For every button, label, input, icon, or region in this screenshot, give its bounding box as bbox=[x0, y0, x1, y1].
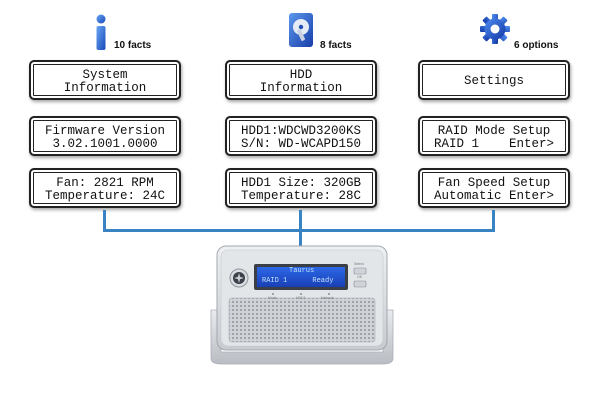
hdd-model-serial-box: HDD1:WDCWD3200KS S/N: WD-WCAPD150 bbox=[225, 116, 377, 156]
lcd-line-2: Information bbox=[259, 81, 343, 95]
hdd-information-box: HDD Information bbox=[225, 60, 377, 100]
connector-left-vertical bbox=[103, 210, 106, 231]
hdd-info-header: 8 facts bbox=[270, 13, 380, 54]
connector-center-vertical bbox=[299, 210, 302, 264]
lcd-line-1: Fan: 2821 RPM bbox=[56, 176, 154, 190]
hdd-size-temperature-box: HDD1 Size: 320GB Temperature: 28C bbox=[225, 168, 377, 208]
lcd-line-1: RAID Mode Setup bbox=[437, 124, 551, 138]
lcd-line-2: Automatic Enter> bbox=[433, 189, 555, 203]
lcd-line-1: HDD bbox=[289, 68, 313, 82]
settings-box: Settings bbox=[418, 60, 570, 100]
lcd-line-2: 3.02.1001.0000 bbox=[52, 137, 158, 151]
lcd-line-1: HDD1 Size: 320GB bbox=[240, 176, 362, 190]
lcd-line-1: Settings bbox=[463, 74, 524, 88]
lcd-line-2: Temperature: 24C bbox=[44, 189, 166, 203]
mode-label: Mode bbox=[268, 296, 277, 300]
system-information-box: System Information bbox=[29, 60, 181, 100]
settings-header: 6 options bbox=[470, 14, 580, 54]
ok-button-label: OK bbox=[357, 275, 363, 279]
facts-count: 10 facts bbox=[114, 40, 152, 51]
raid-mode-setup-box: RAID Mode Setup RAID 1 Enter> bbox=[418, 116, 570, 156]
fan-temperature-box: Fan: 2821 RPM Temperature: 24C bbox=[29, 168, 181, 208]
connector-right-vertical bbox=[492, 210, 495, 231]
hdd1-label: HDD1 bbox=[296, 296, 306, 300]
device-screen-line-2: RAID 1 Ready bbox=[262, 277, 334, 285]
info-icon bbox=[96, 14, 106, 50]
lcd-line-1: System bbox=[82, 68, 128, 82]
hard-drive-icon bbox=[289, 13, 313, 47]
lcd-line-1: HDD1:WDCWD3200KS bbox=[240, 124, 362, 138]
facts-count: 8 facts bbox=[320, 40, 352, 51]
connector-horizontal bbox=[103, 229, 495, 232]
network-label: Network bbox=[321, 296, 334, 300]
device-screen-line-1: Taurus bbox=[289, 267, 315, 275]
lcd-line-2: Temperature: 28C bbox=[240, 189, 362, 203]
lcd-line-2: Information bbox=[63, 81, 147, 95]
lcd-line-1: Firmware Version bbox=[44, 124, 166, 138]
fan-speed-setup-box: Fan Speed Setup Automatic Enter> bbox=[418, 168, 570, 208]
enclosure-illustration bbox=[210, 245, 394, 365]
system-info-header: 10 facts bbox=[80, 14, 180, 54]
gear-icon bbox=[480, 14, 510, 44]
lcd-line-1: Fan Speed Setup bbox=[437, 176, 551, 190]
firmware-version-box: Firmware Version 3.02.1001.0000 bbox=[29, 116, 181, 156]
lcd-line-2: RAID 1 Enter> bbox=[433, 137, 555, 151]
lcd-line-2: S/N: WD-WCAPD150 bbox=[240, 137, 362, 151]
select-button-label: Select bbox=[354, 262, 364, 266]
options-count: 6 options bbox=[514, 40, 559, 51]
storage-enclosure: Taurus RAID 1 Ready Select OK Mode HDD1 … bbox=[207, 240, 397, 370]
